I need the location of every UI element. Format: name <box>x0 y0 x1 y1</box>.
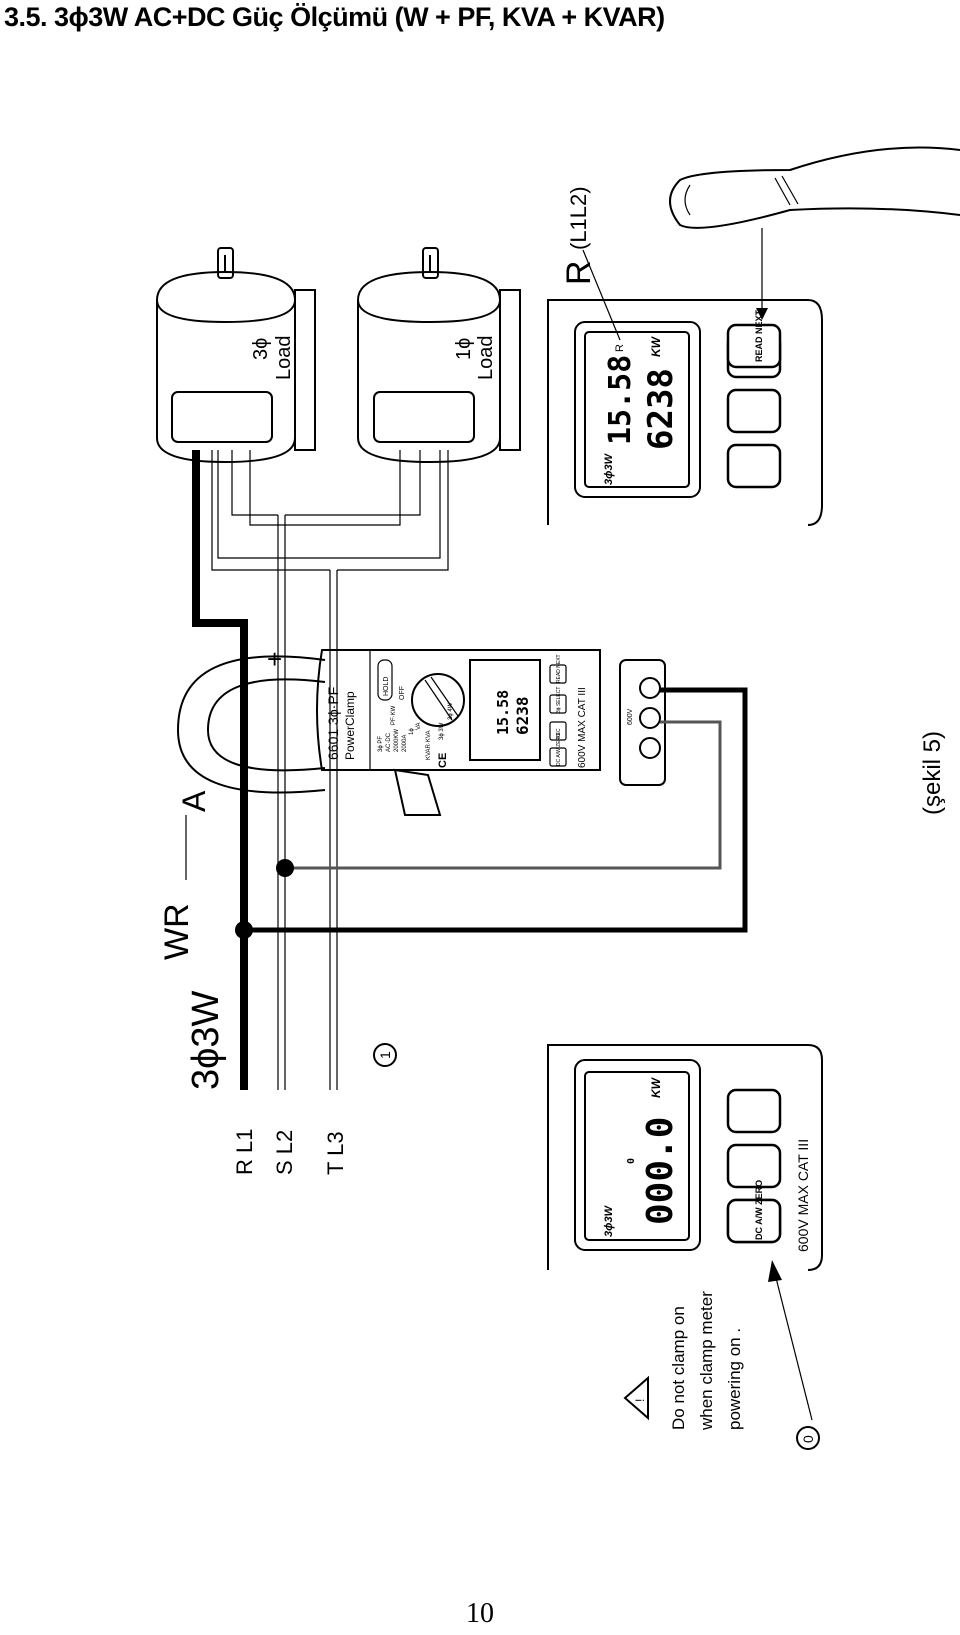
clamp-button-read-next: READ NEXT <box>556 654 562 683</box>
warning-line-1: Do not clamp on <box>669 1306 688 1430</box>
terminal-label: 600V <box>627 708 634 725</box>
load-3phase-label: Load <box>273 336 295 381</box>
warning-line-2: when clamp meter <box>697 1291 716 1431</box>
clamp-range-3p3w: 3ϕ 3W <box>439 722 445 740</box>
clamp-select-button[interactable] <box>549 694 567 714</box>
line-label-r: R L1 <box>232 1129 257 1175</box>
load-1phase-motor: 1ϕ Load <box>357 247 521 464</box>
hold-switch[interactable] <box>377 659 393 701</box>
warning-triangle-icon: ! <box>623 1375 649 1421</box>
display-r-button-1[interactable] <box>726 443 782 489</box>
display-r-phase-title: R <box>560 260 598 285</box>
display-zero-key-label: DC A/W ZERO <box>754 1180 764 1240</box>
terminal-block: 600V <box>619 659 666 786</box>
clamp-range-va: VA <box>416 722 422 730</box>
display-zero-button-3[interactable] <box>726 1088 782 1134</box>
page-number: 10 <box>466 1598 494 1629</box>
clamp-rec-button[interactable] <box>549 721 567 741</box>
display-zero-lower: 000.0 <box>640 1117 681 1225</box>
display-r-lower: 6238 <box>641 368 681 450</box>
test-lead-gray <box>285 720 722 870</box>
clamp-range-2000a: 2000A <box>402 735 408 752</box>
step-zero-marker <box>796 1426 820 1450</box>
system-label: 3ϕ3W <box>185 990 227 1090</box>
display-r-unit: KW <box>649 335 663 357</box>
clamp-button-zero: DC A/W ZERO <box>556 733 562 766</box>
current-label: A <box>176 790 212 812</box>
conductor-l1 <box>192 450 248 1090</box>
clamp-range-kvar: KVAR·KVA <box>426 731 432 760</box>
load-3phase-phase: 3ϕ <box>250 338 272 360</box>
clamp-ce: CE <box>437 753 449 768</box>
display-r-read-next-label: READ NEXT <box>754 309 764 362</box>
step-zero: 0 <box>800 1435 816 1443</box>
display-r-button-2[interactable] <box>726 388 782 434</box>
clamp-range-1phase: 1ϕ <box>409 728 415 735</box>
clamp-button-rec: REC <box>556 728 562 739</box>
clamp-hold: HOLD <box>383 677 390 696</box>
rotary-switch[interactable] <box>411 673 465 727</box>
display-zero-button-2[interactable] <box>726 1143 782 1189</box>
load-3phase-motor: 3ϕ Load <box>156 247 316 464</box>
finger-icon <box>669 146 960 229</box>
load-1phase-phase: 1ϕ <box>453 338 475 360</box>
warning-line-3: powering on . <box>725 1328 744 1430</box>
clamp-range-2000kw: 2000KW <box>394 729 400 752</box>
display-zero-unit: KW <box>649 1076 663 1098</box>
clamp-meter: + 6601 3ϕ·PF PowerClamp HOLD OFF PF·KW 3… <box>176 644 601 816</box>
figure-caption: (şekil 5) <box>919 731 946 815</box>
clamp-lcd-upper: 15.58 <box>494 690 512 735</box>
pointer-line-r <box>582 249 621 341</box>
load-feeders <box>217 450 441 559</box>
svg-text:+: + <box>267 644 282 674</box>
clamp-range-3pf: 3ϕ PF <box>378 736 384 752</box>
clamp-range-acdc: AC·DC <box>386 732 392 752</box>
read-next-key[interactable] <box>726 323 782 369</box>
clamp-range-pfkw: PF·KW <box>391 705 397 725</box>
clamp-model: 6601 3ϕ·PF <box>325 687 341 760</box>
test-lead-black <box>244 687 748 933</box>
step-one: 1 <box>377 1051 393 1059</box>
wiring-diagram: 3ϕ Load 1ϕ Load R L1 S L2 T L3 3ϕ3W WR A <box>156 146 960 1450</box>
conductor-l3 <box>211 450 449 1090</box>
display-r-flag: R <box>614 344 626 352</box>
section-heading: 3.5. 3ϕ3W AC+DC Güç Ölçümü (W + PF, KVA … <box>4 2 665 32</box>
display-r-mode: 3ϕ3W <box>603 452 615 485</box>
pointer-line-zero <box>773 1269 813 1421</box>
clamp-lcd <box>469 659 541 761</box>
line-label-s: S L2 <box>272 1130 297 1175</box>
clamp-cat: 600V MAX CAT III <box>577 687 588 768</box>
display-zero-cat: 600V MAX CAT III <box>795 1139 811 1252</box>
clamp-range-3p4w: 3ϕ 4W <box>448 702 454 720</box>
clamp-name: PowerClamp <box>343 691 357 760</box>
svg-text:!: ! <box>633 1399 647 1402</box>
clamp-read-next-button[interactable] <box>549 664 567 684</box>
line-label-t: T L3 <box>323 1131 348 1175</box>
clamp-button-select: 3ϕ SELECT <box>556 687 562 713</box>
conductor-l2 <box>231 450 421 1090</box>
clamp-zero-button[interactable] <box>549 747 567 767</box>
display-r-phase-pair: (L1L2) <box>566 186 591 250</box>
load-1phase-label: Load <box>475 336 497 381</box>
step-one-marker <box>373 1043 397 1067</box>
clamp-lcd-lower: 6238 <box>513 696 532 735</box>
clamp-off: OFF <box>399 686 406 700</box>
zero-key[interactable] <box>726 1198 782 1244</box>
wattage-label: WR <box>158 903 196 960</box>
display-zero-upper: 0 <box>626 1158 637 1164</box>
display-r-upper: 15.58 <box>603 355 638 445</box>
display-zero-mode: 3ϕ3W <box>603 1204 615 1237</box>
